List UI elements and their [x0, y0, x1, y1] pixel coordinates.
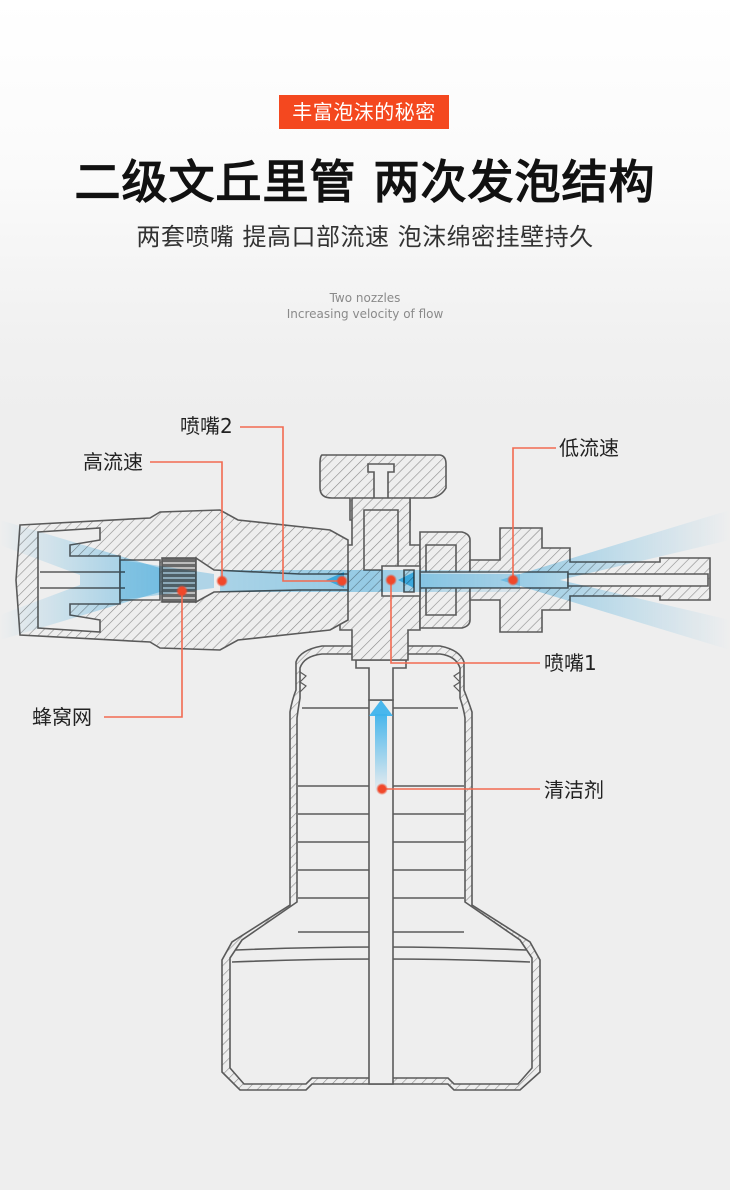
english-caption-line2: Increasing velocity of flow: [286, 307, 444, 321]
flow-arrow-nozzle1: [398, 572, 414, 588]
label-high-speed: 高流速: [83, 450, 143, 474]
callout-dot-low-speed: [507, 574, 519, 586]
callout-dots: [176, 574, 519, 795]
callout-dot-nozzle1: [385, 574, 397, 586]
label-nozzle1: 喷嘴1: [544, 651, 597, 675]
label-honeycomb-mesh: 蜂窝网: [32, 705, 92, 729]
callout-dot-high-speed: [216, 575, 228, 587]
section-badge: 丰富泡沫的秘密: [279, 95, 449, 129]
callout-line-low-speed: [512, 447, 556, 580]
callout-line-honeycomb: [104, 591, 183, 718]
callout-line-high-speed: [150, 461, 223, 581]
english-caption-line1: Two nozzles: [329, 291, 401, 305]
page-title: 二级文丘里管 两次发泡结构: [74, 155, 656, 209]
callout-line-nozzle1: [390, 580, 540, 664]
callout-lines: [104, 426, 556, 790]
callout-dot-nozzle2: [336, 575, 348, 587]
detergent-flow-arrow: [369, 700, 393, 794]
callout-dot-honeycomb: [176, 585, 188, 597]
label-low-speed: 低流速: [559, 436, 619, 460]
callout-line-nozzle2: [240, 426, 342, 582]
label-detergent: 清洁剂: [544, 778, 604, 802]
label-nozzle2: 喷嘴2: [180, 414, 233, 438]
page-subtitle: 两套喷嘴 提高口部流速 泡沫绵密挂壁持久: [136, 223, 594, 251]
water-flow: [0, 510, 730, 650]
callout-dot-detergent: [376, 783, 388, 795]
